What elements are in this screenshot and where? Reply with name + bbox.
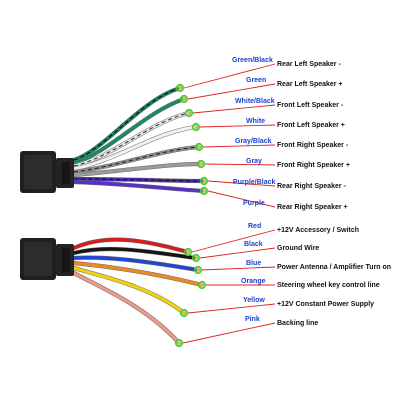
wire-color-label: Pink: [245, 316, 260, 323]
wire: [72, 162, 203, 177]
wire-outline: [71, 265, 187, 316]
wire-color-label: Blue: [246, 260, 261, 267]
terminal-pin: [186, 249, 190, 255]
wire-function-label: Rear Left Speaker +: [277, 81, 343, 88]
wire-function-label: Backing line: [277, 320, 318, 327]
leader-line: [199, 247, 276, 259]
wire-stripe: [73, 146, 200, 173]
terminal-marker: [191, 253, 201, 263]
wire-color-label: White/Black: [235, 98, 275, 105]
leader-line: [207, 180, 276, 187]
lower-harness: Red +12V Accessory / Switch Black Ground…: [20, 223, 391, 348]
terminal-pin: [196, 267, 200, 273]
leader-line: [207, 190, 276, 208]
wire: [72, 238, 190, 254]
wire-function-label: Rear Right Speaker -: [277, 183, 347, 190]
wire: [72, 261, 204, 287]
terminal-pin: [194, 255, 198, 261]
lower-wires: [71, 237, 205, 346]
wire-function-label: Front Left Speaker -: [277, 102, 344, 109]
terminal-pin: [202, 188, 206, 194]
wire: [72, 266, 186, 315]
leader-line: [187, 303, 276, 314]
wire-color-label: White: [246, 118, 265, 125]
wire-function-label: Front Right Speaker +: [277, 162, 350, 169]
wire: [72, 256, 200, 272]
terminal-marker: [193, 265, 203, 275]
wire: [72, 247, 198, 260]
wire-color-label: Gray: [246, 158, 262, 165]
leader-line: [182, 322, 276, 344]
leader-line: [202, 144, 276, 148]
wire: [72, 271, 181, 345]
terminal-pin: [197, 144, 201, 150]
wire: [72, 97, 186, 165]
wire: [72, 180, 206, 193]
lower-connector: [20, 238, 74, 280]
wire-stripe: [73, 178, 205, 182]
leader-line: [183, 63, 276, 89]
leader-line: [201, 266, 276, 271]
terminal-pin: [178, 85, 182, 91]
leader-line: [187, 83, 276, 100]
wire-color-label: Green/Black: [232, 57, 273, 64]
terminal-marker: [194, 142, 204, 152]
wire-stripe: [73, 112, 190, 167]
leader-line: [199, 124, 276, 128]
terminal-marker: [196, 159, 206, 169]
terminal-marker: [197, 280, 207, 290]
upper-harness: Green/Black Rear Left Speaker - Green Re…: [20, 57, 350, 211]
terminal-marker: [179, 308, 189, 318]
terminal-marker: [174, 338, 184, 348]
wire-color-label: Black: [244, 241, 263, 248]
terminal-pin: [199, 161, 203, 167]
wire-stripe: [73, 87, 181, 161]
wire-function-label: +12V Constant Power Supply: [277, 301, 374, 308]
wire-function-label: +12V Accessory / Switch: [277, 227, 359, 234]
terminal-marker: [184, 108, 194, 118]
wire-function-label: Steering wheel key control line: [277, 282, 380, 289]
wire: [72, 125, 198, 171]
terminal-marker: [191, 122, 201, 132]
wire-function-label: Front Right Speaker -: [277, 142, 349, 149]
wire-function-label: Ground Wire: [277, 245, 319, 252]
terminal-pin: [177, 340, 181, 346]
wire-color-label: Orange: [241, 278, 266, 285]
wire-color-label: Yellow: [243, 297, 265, 304]
terminal-marker: [183, 247, 193, 257]
terminal-marker: [179, 94, 189, 104]
terminal-marker: [199, 176, 209, 186]
wire-color-label: Purple/Black: [233, 179, 276, 186]
terminal-marker: [175, 83, 185, 93]
wire-function-label: Rear Left Speaker -: [277, 61, 341, 68]
leader-line: [192, 104, 276, 114]
wire-function-label: Rear Right Speaker +: [277, 204, 348, 211]
lower-leader-lines: [182, 229, 276, 344]
wire-color-label: Green: [246, 77, 266, 84]
leader-line: [191, 229, 276, 253]
upper-leader-lines: [183, 63, 276, 208]
wire-function-label: Front Left Speaker +: [277, 122, 345, 129]
terminal-marker: [199, 186, 209, 196]
terminal-pin: [182, 310, 186, 316]
wire-color-label: Red: [248, 223, 261, 230]
terminal-pin: [194, 124, 198, 130]
terminal-pin: [202, 178, 206, 184]
upper-wires: [71, 85, 207, 194]
terminal-pin: [182, 96, 186, 102]
terminal-pin: [187, 110, 191, 116]
upper-connector: [20, 151, 74, 193]
wire-function-label: Power Antenna / Amplifier Turn on: [277, 264, 391, 271]
terminal-pin: [200, 282, 204, 288]
upper-markers: [175, 83, 209, 196]
leader-line: [204, 163, 276, 166]
wire-color-label: Purple: [243, 200, 265, 207]
wire-color-label: Gray/Black: [235, 138, 272, 145]
lower-markers: [174, 247, 207, 348]
